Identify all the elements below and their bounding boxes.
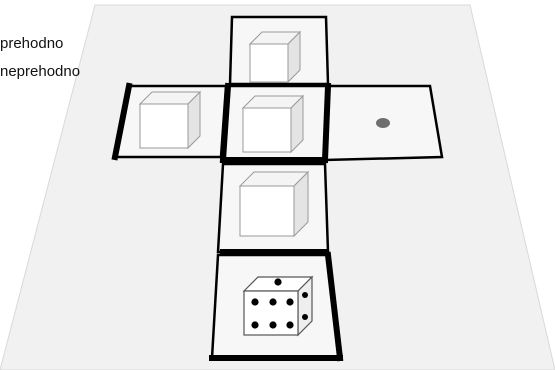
legend-impassable-label: neprehodno xyxy=(0,63,80,80)
cell-top xyxy=(230,17,328,84)
cell-right xyxy=(325,86,442,160)
cube-icon xyxy=(240,172,308,236)
cell-lower xyxy=(218,164,328,252)
cube-icon xyxy=(140,92,200,148)
die-five-face-icon xyxy=(244,277,312,335)
cell-bottom xyxy=(212,255,340,358)
cube-icon xyxy=(250,32,300,82)
legend-passable-label: prehodno xyxy=(0,35,63,52)
cell-center xyxy=(223,86,328,160)
cell-left xyxy=(115,86,226,157)
dot-marker-icon xyxy=(376,118,390,128)
cube-icon xyxy=(243,96,303,152)
